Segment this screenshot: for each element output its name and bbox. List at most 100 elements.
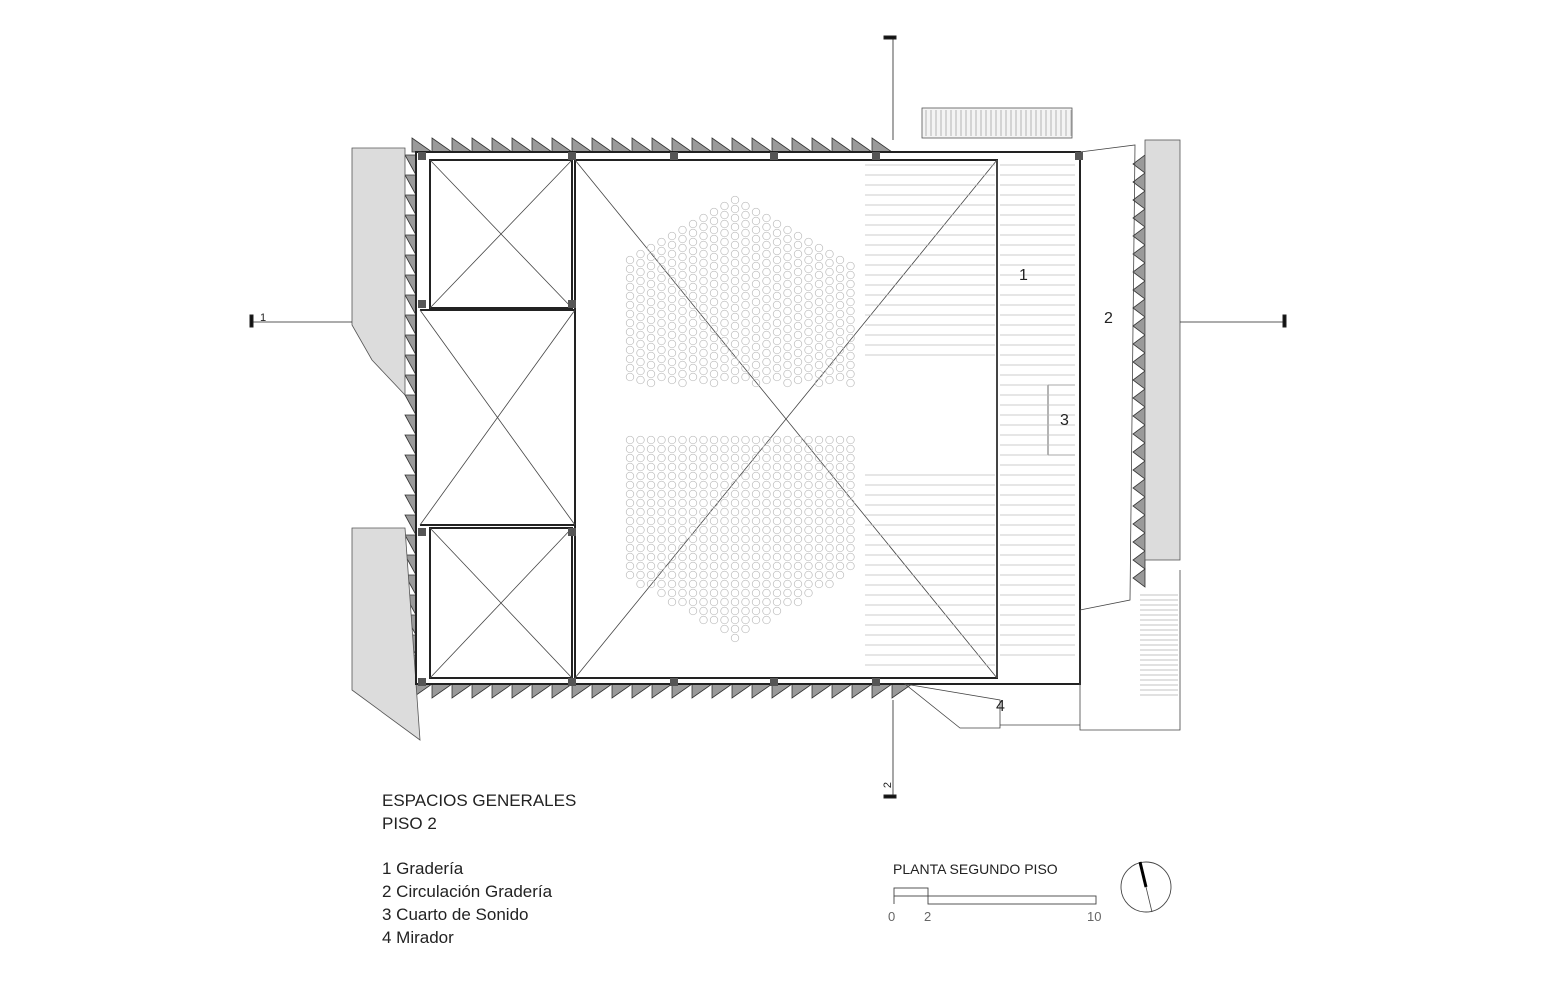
- column: [568, 528, 576, 536]
- seat: [772, 273, 782, 283]
- seat: [825, 462, 834, 472]
- seat: [835, 363, 845, 373]
- seat: [730, 624, 740, 634]
- seat: [730, 543, 740, 553]
- seat: [772, 327, 782, 337]
- seat: [699, 231, 708, 241]
- seat: [699, 525, 708, 535]
- seat: [636, 339, 645, 349]
- seat: [730, 552, 740, 562]
- seat: [688, 570, 698, 580]
- sawtooth: [591, 137, 614, 153]
- seat: [699, 222, 708, 232]
- title-line-1: ESPACIOS GENERALES: [382, 791, 577, 810]
- seat: [825, 366, 834, 376]
- seat: [835, 480, 845, 490]
- sawtooth: [404, 414, 417, 436]
- seat: [783, 525, 792, 535]
- seat: [720, 615, 729, 625]
- seat: [667, 597, 677, 607]
- seat: [688, 309, 698, 319]
- seat: [657, 453, 666, 463]
- seat: [667, 489, 677, 499]
- seat: [667, 330, 677, 340]
- sawtooth: [1132, 460, 1146, 480]
- seat: [835, 327, 845, 337]
- seat: [825, 498, 834, 508]
- seat: [814, 498, 824, 508]
- seat: [762, 276, 771, 286]
- seat: [825, 303, 834, 313]
- seat: [699, 543, 708, 553]
- seat: [846, 270, 855, 280]
- seat: [793, 339, 803, 349]
- seat: [699, 375, 708, 385]
- seat: [772, 444, 782, 454]
- sawtooth: [591, 683, 614, 699]
- seat: [720, 318, 729, 328]
- sawtooth: [1132, 370, 1146, 390]
- legend-item: 3 Cuarto de Sonido: [382, 905, 529, 924]
- seat: [699, 267, 708, 277]
- seat: [751, 234, 761, 244]
- seat: [678, 279, 687, 289]
- seat: [688, 354, 698, 364]
- seat: [825, 489, 834, 499]
- seat: [636, 489, 645, 499]
- seat: [783, 279, 792, 289]
- seat: [814, 579, 824, 589]
- seat: [846, 261, 855, 271]
- seat: [688, 507, 698, 517]
- seat: [741, 318, 750, 328]
- seat: [667, 339, 677, 349]
- seat: [741, 570, 750, 580]
- seat: [709, 453, 719, 463]
- seat: [814, 453, 824, 463]
- sawtooth: [731, 137, 754, 153]
- seat: [835, 300, 845, 310]
- seat: [678, 588, 687, 598]
- seat: [814, 288, 824, 298]
- seat: [720, 246, 729, 256]
- seat: [667, 444, 677, 454]
- seat: [709, 306, 719, 316]
- seat: [783, 369, 792, 379]
- seat: [678, 489, 687, 499]
- seat: [793, 588, 803, 598]
- seat: [783, 507, 792, 517]
- seat: [772, 498, 782, 508]
- seat: [625, 336, 635, 346]
- section-mark-1: 1: [260, 312, 267, 324]
- sawtooth: [631, 683, 654, 699]
- seat: [720, 444, 729, 454]
- seat: [625, 282, 635, 292]
- seat: [835, 453, 845, 463]
- seat: [709, 579, 719, 589]
- seat: [678, 498, 687, 508]
- seat: [762, 348, 771, 358]
- seating: [625, 164, 1075, 666]
- seat: [783, 243, 792, 253]
- seat: [636, 579, 645, 589]
- seat: [762, 375, 771, 385]
- seat: [804, 282, 813, 292]
- seat: [846, 378, 855, 388]
- seat: [762, 312, 771, 322]
- seat: [741, 552, 750, 562]
- seat: [772, 246, 782, 256]
- seat: [814, 444, 824, 454]
- seat: [741, 624, 750, 634]
- seat: [657, 444, 666, 454]
- seat: [783, 462, 792, 472]
- sawtooth: [791, 683, 814, 699]
- seat: [783, 306, 792, 316]
- sawtooth: [531, 137, 554, 153]
- seat: [667, 312, 677, 322]
- sawtooth: [751, 137, 774, 153]
- seat: [835, 318, 845, 328]
- seat: [846, 351, 855, 361]
- sawtooth: [1132, 352, 1146, 372]
- column: [418, 528, 426, 536]
- seat: [804, 363, 813, 373]
- seat: [741, 561, 750, 571]
